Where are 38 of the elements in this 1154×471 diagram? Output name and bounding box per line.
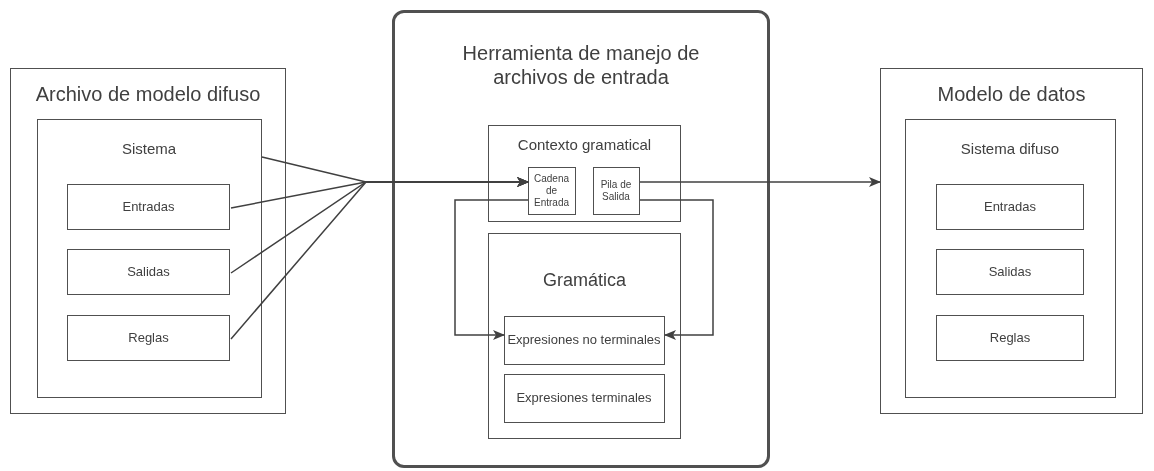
container-box (880, 68, 1143, 414)
container-box (36, 118, 262, 398)
box-label: Salidas (988, 264, 1032, 280)
component-box (67, 249, 230, 295)
component-box (503, 315, 665, 365)
arrow (230, 177, 529, 340)
arrow (454, 199, 529, 340)
box-heading: Sistema (120, 139, 178, 158)
box-heading: Modelo de datos (936, 82, 1087, 106)
component-box (67, 184, 230, 230)
box-heading: Gramática (542, 270, 627, 292)
component-box (503, 373, 665, 423)
container-box (392, 10, 770, 468)
box-label: Cadena de Entrada (533, 172, 570, 209)
component-box (936, 315, 1084, 361)
box-label: Expresiones no terminales (507, 332, 661, 348)
box-label: Salidas (127, 264, 170, 280)
arrow (639, 177, 881, 187)
container-box (488, 125, 681, 222)
component-box (936, 249, 1084, 295)
box-label: Entradas (122, 199, 175, 215)
box-heading: Contexto gramatical (516, 136, 653, 154)
box-label: Reglas (989, 330, 1031, 346)
component-box (936, 184, 1084, 230)
container-box (904, 118, 1116, 398)
container-box (10, 68, 286, 414)
box-label: Expresiones terminales (516, 390, 652, 406)
box-label: Reglas (128, 330, 169, 346)
container-box (488, 233, 681, 439)
box-heading: Archivo de modelo difuso (34, 82, 262, 106)
component-box (592, 166, 640, 215)
arrow (639, 199, 714, 340)
box-heading: Herramienta de manejo de archivos de entrada (461, 41, 701, 89)
component-box (67, 315, 230, 361)
box-heading: Sistema difuso (959, 139, 1061, 158)
box-label: Pila de Salida (599, 178, 633, 203)
component-box (527, 166, 576, 215)
box-label: Entradas (983, 199, 1036, 215)
